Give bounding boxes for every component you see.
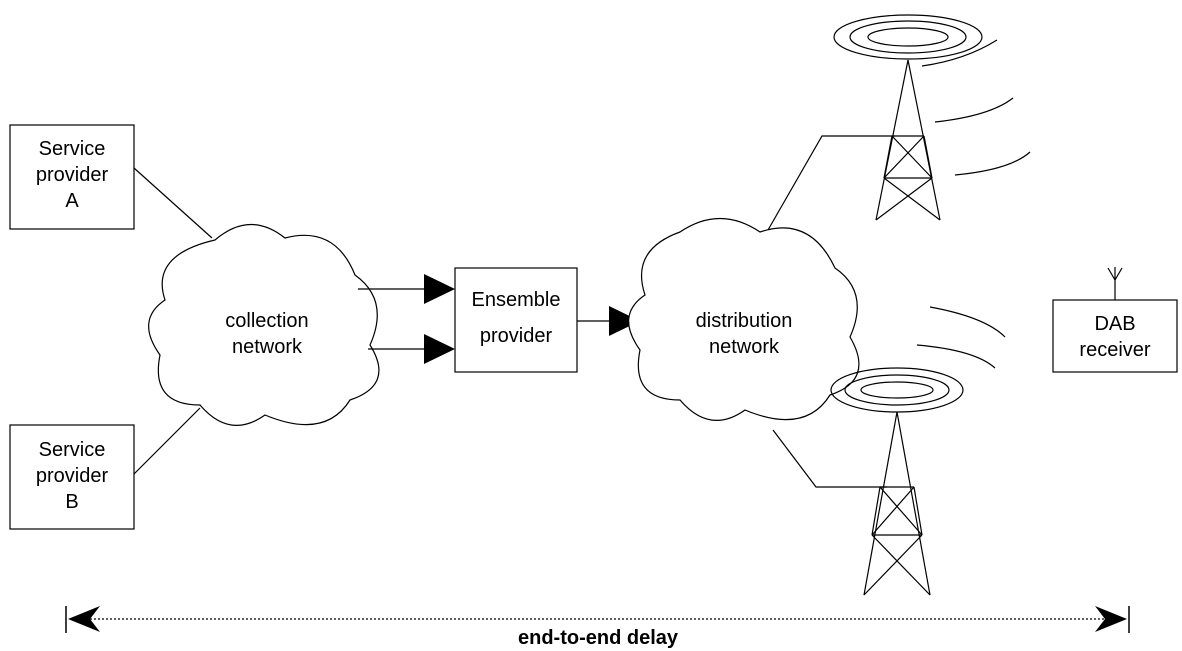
- link-provider-a-to-collection: [133, 167, 213, 239]
- ensemble-provider-line1: Ensemble: [472, 289, 561, 311]
- end-to-end-delay-indicator: end-to-end delay: [65, 606, 1130, 649]
- ensemble-to-distribution-arrow: [577, 306, 640, 336]
- distribution-network-line1: distribution: [696, 310, 793, 332]
- link-distribution-to-upper-tower: [767, 135, 895, 231]
- service-provider-b-line2: provider: [36, 465, 109, 487]
- arrowhead-lower: [424, 334, 455, 364]
- service-provider-a-line3: A: [65, 190, 79, 212]
- receiver-antenna-icon: [1107, 267, 1123, 300]
- ensemble-provider-line2: provider: [480, 325, 553, 347]
- collection-network-line1: collection: [225, 310, 308, 332]
- service-provider-a-line2: provider: [36, 164, 109, 186]
- service-provider-b-line1: Service: [39, 439, 106, 461]
- collection-to-ensemble-arrows: [358, 274, 455, 364]
- end-to-end-delay-label: end-to-end delay: [518, 627, 679, 649]
- service-provider-b-line3: B: [65, 491, 78, 513]
- arrowhead-upper: [424, 274, 455, 304]
- service-provider-a-box: Service provider A: [9, 124, 135, 230]
- dab-receiver-line2: receiver: [1079, 339, 1150, 361]
- service-provider-b-box: Service provider B: [9, 424, 135, 530]
- delay-arrowhead-right: [1095, 606, 1127, 632]
- link-distribution-to-lower-tower: [772, 429, 887, 488]
- dab-receiver-box: DAB receiver: [1052, 267, 1178, 373]
- collection-network-cloud: collection network: [148, 223, 380, 426]
- distribution-network-line2: network: [709, 336, 780, 358]
- lower-transmitter-tower-icon: [830, 306, 1006, 596]
- ensemble-provider-box: Ensemble provider: [454, 267, 578, 373]
- service-provider-a-line1: Service: [39, 138, 106, 160]
- collection-network-line2: network: [232, 336, 303, 358]
- dab-receiver-line1: DAB: [1094, 313, 1135, 335]
- connection-lines: [133, 135, 895, 488]
- upper-transmitter-tower-icon: [833, 14, 1031, 221]
- delay-arrowhead-left: [68, 606, 100, 632]
- distribution-network-cloud: distribution network: [628, 217, 860, 421]
- link-provider-b-to-collection: [133, 407, 201, 475]
